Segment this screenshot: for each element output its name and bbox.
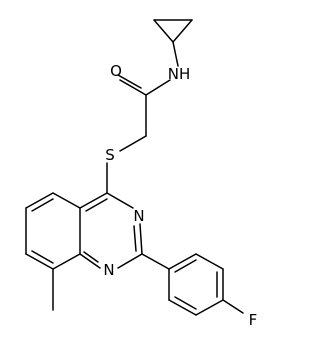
bond [168, 299, 197, 316]
bond [141, 253, 170, 270]
bond [52, 253, 81, 270]
bond [174, 296, 197, 310]
bond [172, 41, 179, 67]
bond [119, 135, 147, 152]
bond [52, 192, 81, 209]
molecule-structure: O NH S N N F [25, 19, 257, 329]
bond [79, 253, 101, 269]
bond [133, 225, 137, 252]
bond [83, 251, 99, 263]
fluorine-atom-label: F [249, 311, 258, 329]
bonds [25, 19, 244, 316]
bond [117, 253, 143, 269]
bond [31, 250, 54, 264]
bond [85, 198, 108, 212]
bond [168, 253, 197, 270]
atom-labels: O NH S N N F [103, 62, 257, 329]
bond [222, 299, 244, 314]
sulfur-atom-label: S [105, 146, 115, 164]
bond [117, 74, 142, 89]
bond [119, 79, 147, 96]
bond [106, 192, 134, 209]
ring-nitrogen-label: N [103, 261, 114, 279]
ring-nitrogen-label: N [133, 207, 144, 225]
bond [145, 79, 171, 96]
bond [25, 192, 54, 209]
bond [174, 259, 197, 273]
bond [195, 299, 224, 316]
bond [25, 253, 54, 270]
bond [139, 223, 143, 255]
bond [79, 192, 108, 209]
bond [172, 19, 193, 43]
oxygen-atom-label: O [110, 62, 122, 80]
bond [195, 253, 224, 270]
amide-nitrogen-label: NH [168, 65, 191, 83]
bond [31, 198, 54, 212]
bond [153, 19, 174, 43]
